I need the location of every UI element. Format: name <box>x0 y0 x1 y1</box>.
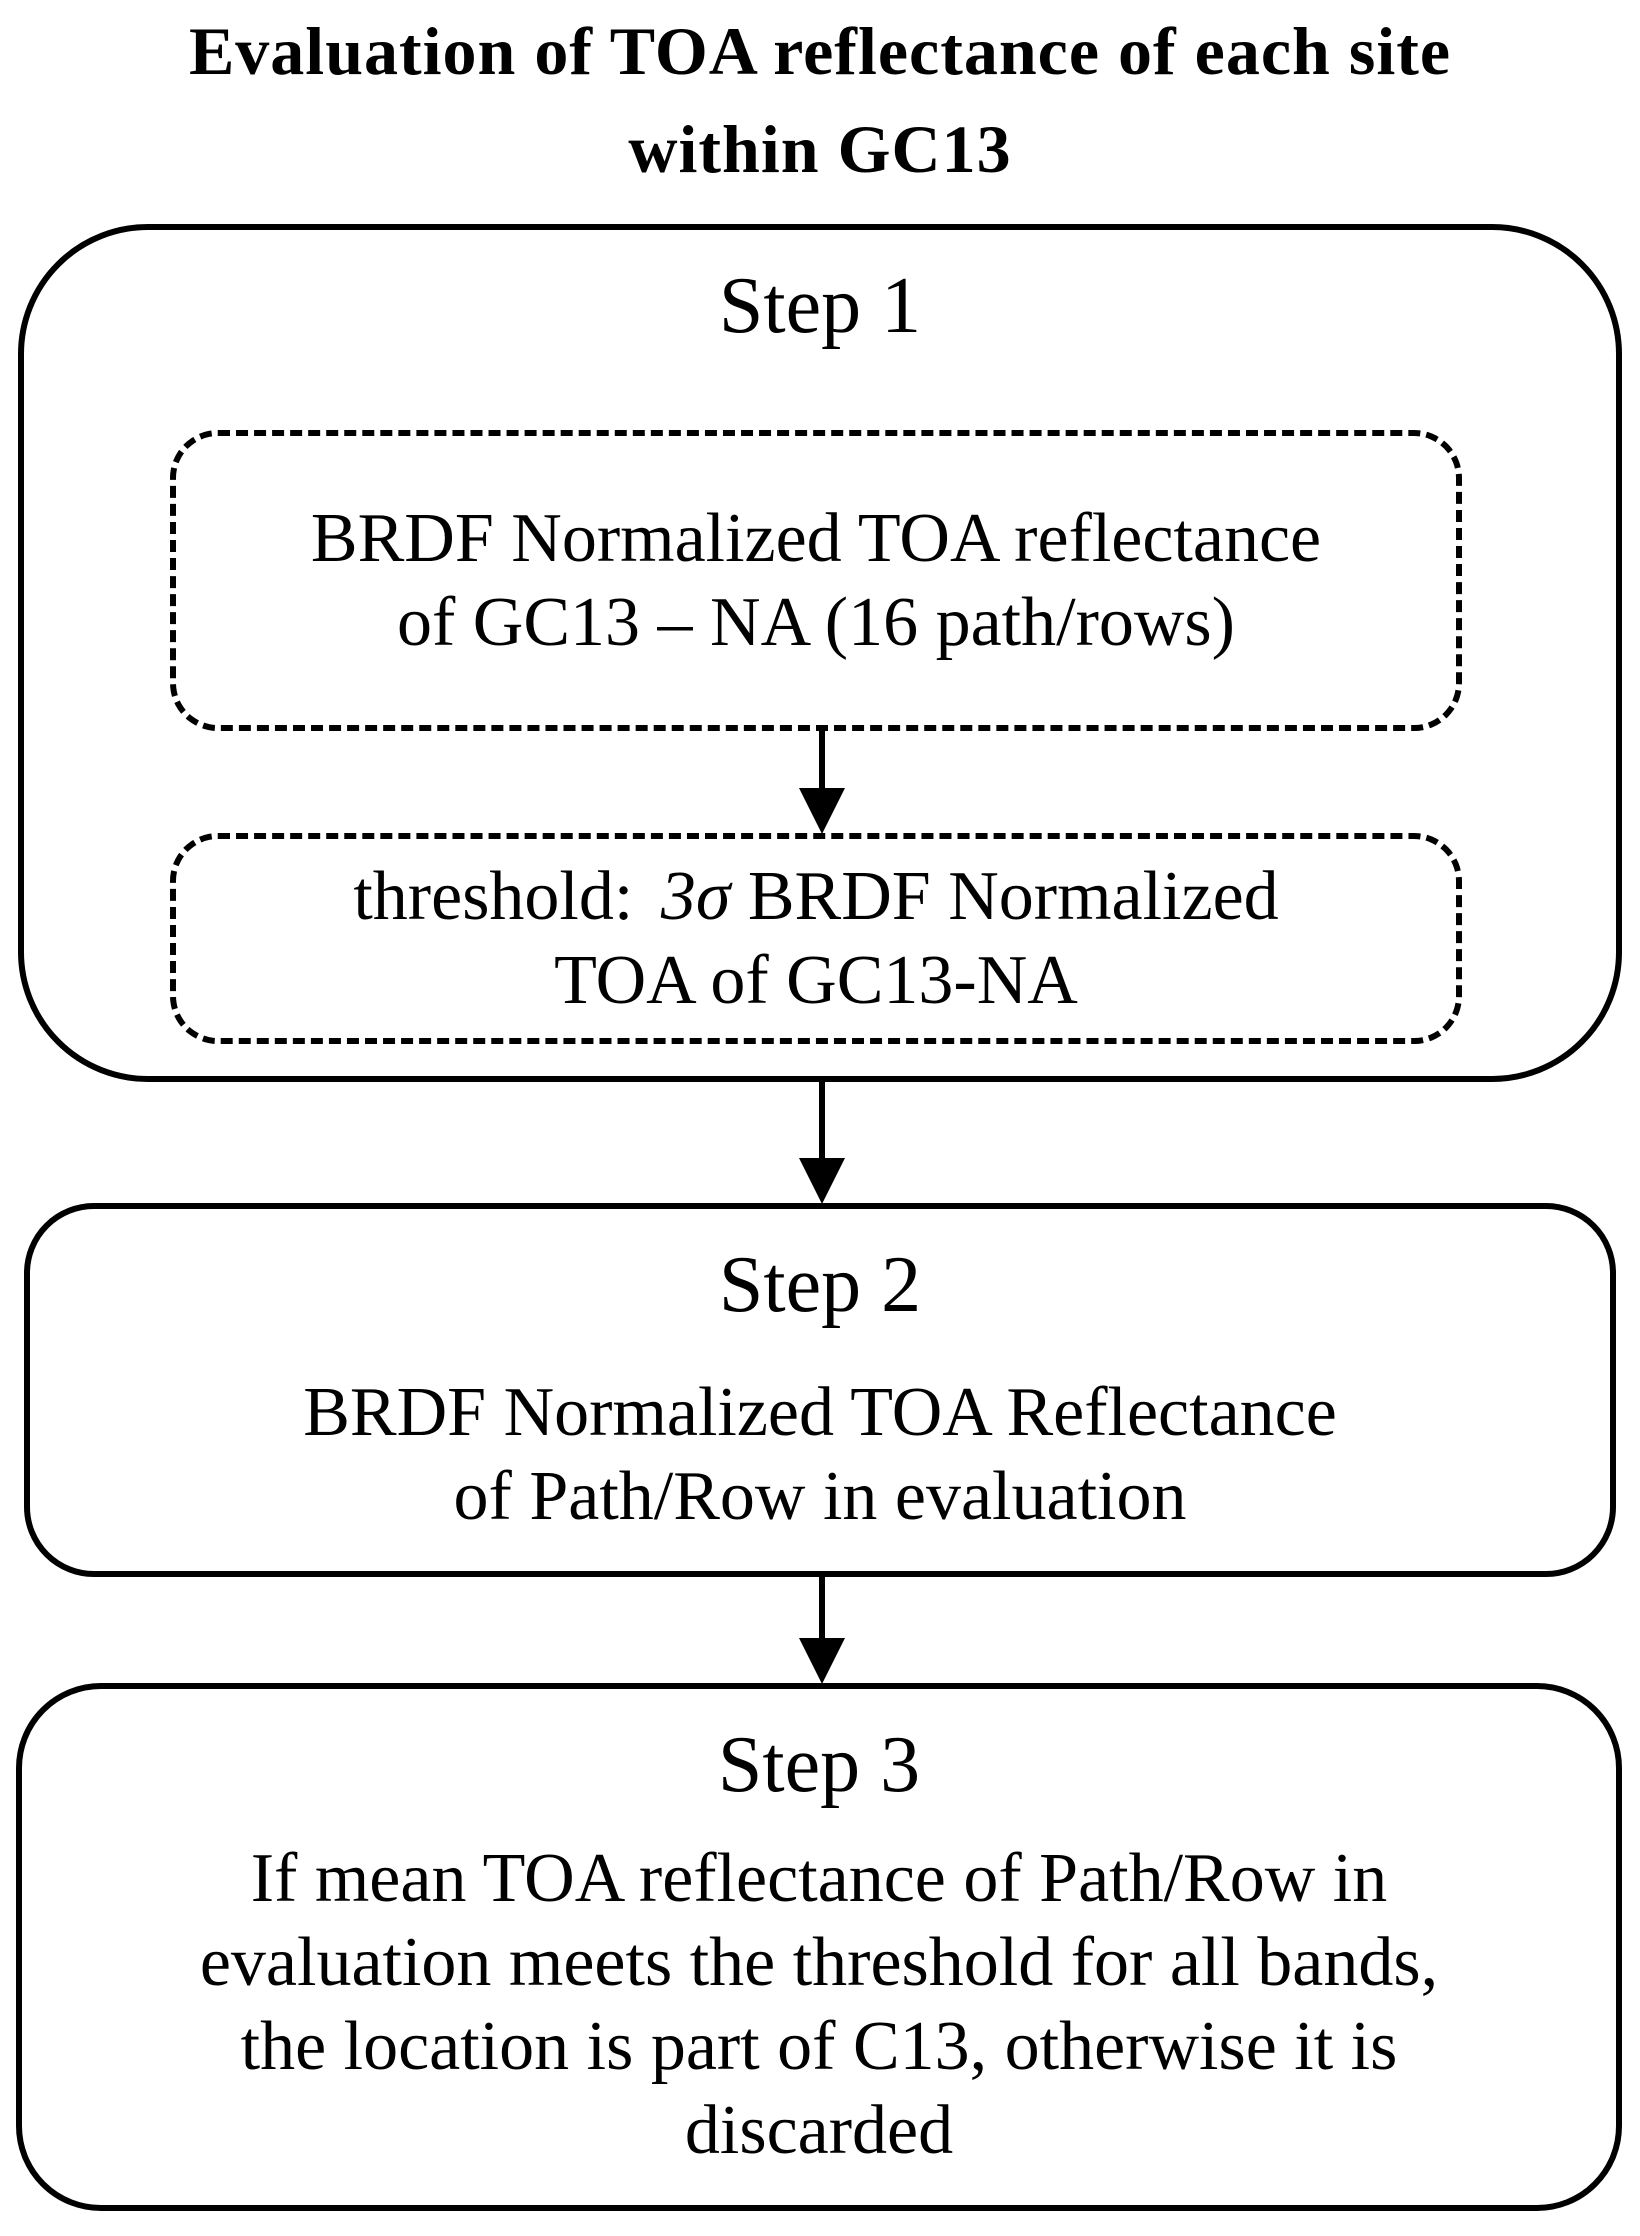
step-2-heading: Step 2 <box>718 1241 922 1329</box>
arrow-head-icon <box>799 788 845 834</box>
step-2-line-1: BRDF Normalized TOA Reflectance <box>303 1374 1337 1451</box>
arrow-head-icon <box>799 1638 845 1684</box>
step-1-input-box: BRDF Normalized TOA reflectance of GC13 … <box>170 430 1462 731</box>
step-3-heading: Step 3 <box>717 1721 921 1809</box>
step-3-line-4: discarded <box>684 2092 954 2169</box>
figure-title-line-1: Evaluation of TOA reflectance of each si… <box>188 13 1452 89</box>
step-2-body: BRDF Normalized TOA Reflectance of Path/… <box>30 1371 1610 1539</box>
arrow-step1-internal <box>799 730 845 834</box>
arrow-head-icon <box>799 1158 845 1204</box>
arrow-shaft <box>819 1577 825 1638</box>
three-sigma-term: 3σ <box>660 857 731 935</box>
step-1-input-line-1: BRDF Normalized TOA reflectance <box>310 499 1322 577</box>
threshold-label: threshold: <box>353 857 651 935</box>
step-1-threshold-box: threshold: 3σ BRDF Normalized TOA of GC1… <box>170 833 1462 1044</box>
step-1-threshold-line-2: TOA of GC13-NA <box>554 941 1078 1019</box>
step-3-body: If mean TOA reflectance of Path/Row in e… <box>22 1837 1616 2173</box>
arrow-shaft <box>819 1082 825 1158</box>
step-1-threshold-line-1: threshold: 3σ BRDF Normalized <box>176 855 1456 939</box>
arrow-shaft <box>819 730 825 788</box>
figure-title: Evaluation of TOA reflectance of each si… <box>0 2 1640 198</box>
figure-title-line-2: within GC13 <box>628 111 1012 187</box>
step-2-line-2: of Path/Row in evaluation <box>453 1458 1187 1535</box>
step-1-input-line-2: of GC13 – NA (16 path/rows) <box>397 583 1235 661</box>
arrow-step1-to-step2 <box>799 1082 845 1204</box>
step-1-heading: Step 1 <box>718 262 922 350</box>
arrow-step2-to-step3 <box>799 1577 845 1684</box>
step-2-box: Step 2 BRDF Normalized TOA Reflectance o… <box>24 1203 1616 1577</box>
step-3-line-2: evaluation meets the threshold for all b… <box>199 1924 1439 2001</box>
step-3-line-1: If mean TOA reflectance of Path/Row in <box>250 1840 1388 1917</box>
step-3-box: Step 3 If mean TOA reflectance of Path/R… <box>16 1683 1622 2211</box>
step-3-line-3: the location is part of C13, otherwise i… <box>240 2008 1398 2085</box>
threshold-label-tail: BRDF Normalized <box>730 857 1279 935</box>
